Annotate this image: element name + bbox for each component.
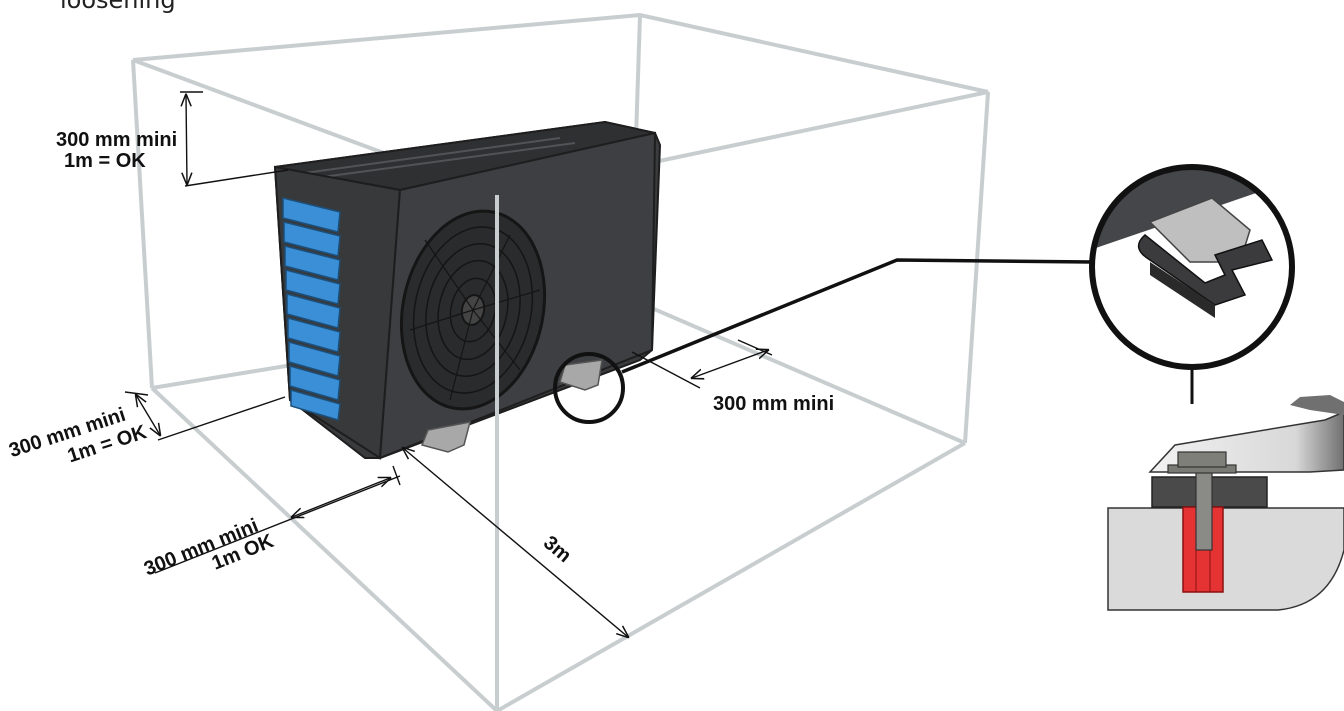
front-clearance-label: 3m xyxy=(539,532,575,567)
top-clearance-line1: 300 mm mini xyxy=(56,129,177,151)
top-clearance-line2: 1m = OK xyxy=(64,150,146,172)
left-clearance-label: 300 mm mini 1m = OK xyxy=(6,404,149,468)
detail-callout xyxy=(553,258,1093,424)
side-clearance-label: 300 mm mini xyxy=(713,393,834,415)
anchor-bolt-section xyxy=(1107,395,1344,611)
caption-text: loosening xyxy=(60,0,176,14)
heat-pump-unit xyxy=(273,120,662,460)
bracket-detail-zoom xyxy=(1089,164,1295,404)
top-clearance-label: 300 mm mini 1m = OK xyxy=(56,129,177,172)
side-grille xyxy=(282,197,341,421)
dimension-lines xyxy=(124,91,773,637)
fan-grille xyxy=(399,209,547,411)
rear-clearance-label: 300 mm mini 1m OK xyxy=(141,515,277,581)
